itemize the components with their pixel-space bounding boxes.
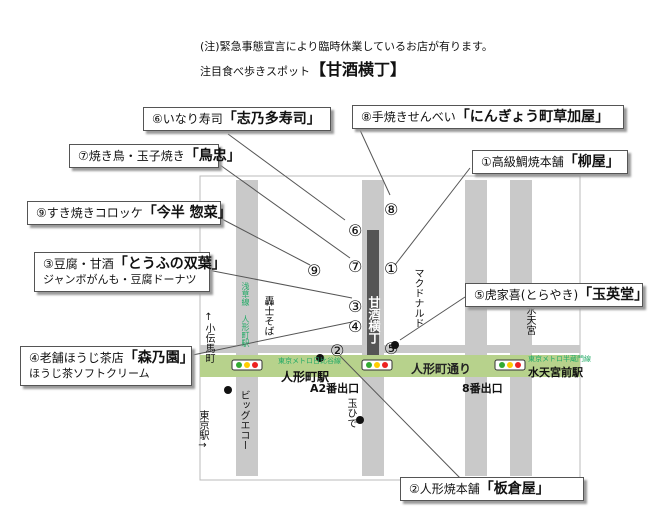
dot-shop-5 bbox=[391, 341, 399, 349]
leader-3 bbox=[207, 269, 353, 299]
shop-bigecho: ビッグエコー bbox=[238, 390, 249, 450]
exit-a2: A2番出口 bbox=[310, 382, 360, 395]
road-left bbox=[236, 180, 258, 476]
leader-6 bbox=[227, 133, 346, 221]
shop-mcdonalds: マクドナルド bbox=[412, 268, 423, 328]
leader-2 bbox=[339, 355, 463, 481]
street-name-amazake: 甘酒横丁 bbox=[367, 296, 381, 344]
spot-title: 注目食べ歩きスポット【甘酒横丁】 bbox=[200, 56, 406, 80]
map-num-4: ④ bbox=[348, 317, 362, 336]
map-num-3: ③ bbox=[348, 297, 362, 316]
traffic-light-right bbox=[494, 359, 526, 371]
callout-1: ①高級鯛焼本舗「柳屋」 bbox=[472, 150, 628, 174]
road-right-2 bbox=[510, 180, 532, 476]
dot-bigecho bbox=[224, 386, 232, 394]
notice-text: (注)緊急事態宣言により臨時休業しているお店が有ります。 bbox=[200, 40, 493, 53]
callout-2: ②人形焼本舗「板倉屋」 bbox=[400, 477, 584, 501]
road-top-band bbox=[200, 345, 580, 353]
amazake-street bbox=[367, 230, 379, 355]
spot-name: 【甘酒横丁】 bbox=[310, 60, 407, 79]
leader-4 bbox=[182, 321, 353, 358]
exit-8: 8番出口 bbox=[462, 382, 503, 395]
callout-6: ⑥いなり寿司「志乃多寿司」 bbox=[143, 107, 331, 131]
station-ningyocho-line: 東京メトロ日比谷線 bbox=[278, 357, 341, 365]
station-suitengu-line: 東京メトロ半蔵門線 bbox=[528, 355, 591, 363]
callout-8: ⑧手焼きせんべい「にんぎょう町草加屋」 bbox=[352, 105, 624, 129]
leader-9 bbox=[219, 217, 311, 266]
spot-prefix: 注目食べ歩きスポット bbox=[200, 65, 310, 78]
map-num-2: ② bbox=[330, 341, 344, 360]
shop-suitengu: 水天宮 bbox=[524, 305, 535, 335]
map-num-6: ⑥ bbox=[348, 221, 362, 240]
map-num-1: ① bbox=[384, 259, 398, 278]
callout-3: ③豆腐・甘酒「とうふの双葉」 ジャンボがんも・豆腐ドーナツ bbox=[34, 252, 226, 292]
leader-8 bbox=[359, 129, 391, 196]
callout-5: ⑤虎家喜(とらやき)「玉英堂」 bbox=[465, 283, 648, 307]
shop-tamahide: 玉ひで bbox=[345, 398, 356, 428]
callout-7: ⑦焼き鳥・玉子焼き「鳥忠」 bbox=[69, 144, 241, 168]
dot-ningyocho bbox=[316, 354, 324, 362]
map-num-5: ⑤ bbox=[384, 339, 398, 358]
main-road-name: 人形町通り bbox=[411, 362, 472, 376]
map-num-9: ⑨ bbox=[307, 261, 321, 280]
road-right-1 bbox=[465, 180, 487, 476]
traffic-light-left bbox=[231, 359, 263, 371]
station-asakusa: 浅草線 人形町駅 bbox=[241, 282, 250, 347]
station-suitengu: 水天宮前駅 bbox=[528, 366, 583, 379]
leader-5 bbox=[399, 296, 466, 341]
callout-9: ⑨すき焼きコロッケ「今半 惣菜」 bbox=[27, 201, 232, 225]
dot-tamahide bbox=[356, 416, 364, 424]
traffic-light-center bbox=[361, 359, 393, 371]
shop-tsujisoba: 轟士そば bbox=[262, 296, 273, 336]
map-num-7: ⑦ bbox=[348, 257, 362, 276]
leader-1 bbox=[394, 167, 471, 266]
station-ningyocho: 人形町駅 bbox=[281, 370, 330, 384]
callout-4: ④老舗ほうじ茶店「森乃園」 ほうじ茶ソフトクリーム bbox=[20, 346, 194, 386]
road-tokyo: 東京駅→ bbox=[197, 410, 208, 451]
road-kodenmacho: ↑小伝馬町 bbox=[203, 312, 214, 363]
map-num-8: ⑧ bbox=[384, 200, 398, 219]
leader-7 bbox=[219, 164, 351, 259]
